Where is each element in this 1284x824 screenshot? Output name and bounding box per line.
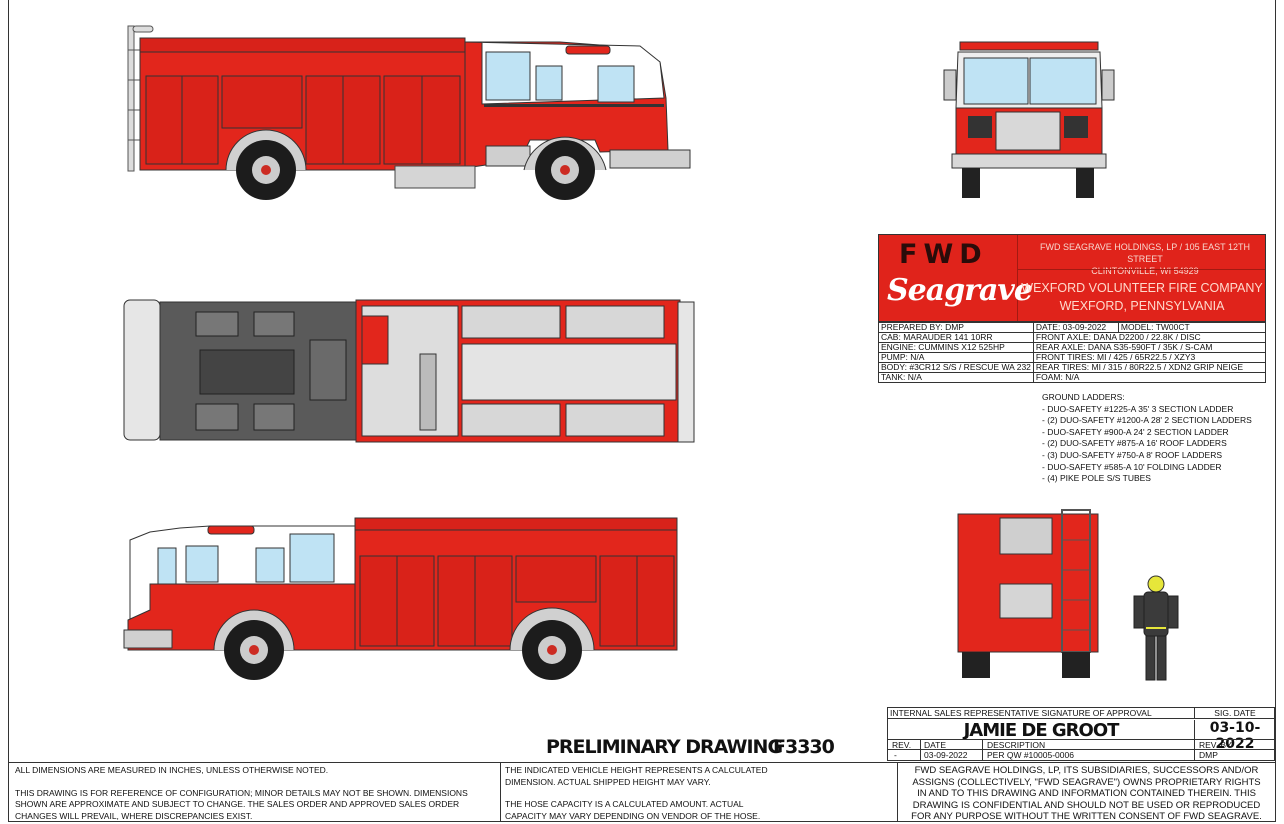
title-block-brand: FWD Seagrave FWD SEAGRAVE HOLDINGS, LP /… [878,234,1266,322]
legal-line: DRAWING IS CONFIDENTIAL AND SHOULD NOT B… [912,799,1261,811]
drawing-number: F3330 [773,736,835,758]
logo-seagrave-text: Seagrave [887,273,1033,308]
footer-notes-left: ALL DIMENSIONS ARE MEASURED IN INCHES, U… [9,762,500,822]
spec-row: CAB: MARAUDER 141 10RR FRONT AXLE: DANA … [878,332,1267,343]
note-line: CHANGES WILL PREVAIL, WHERE DISCREPANCIE… [15,810,253,821]
spec-row: ENGINE: CUMMINS X12 525HP REAR AXLE: DAN… [878,342,1267,353]
spec-left: CAB: MARAUDER 141 10RR [878,332,1034,343]
spec-right: FRONT TIRES: MI / 425 / 65R22.5 / XZY3 [1032,352,1267,363]
rev-by-label: REV. BY [1194,740,1232,750]
brand-divider [1017,269,1265,270]
fwd-seagrave-logo: FWD Seagrave [879,235,1033,321]
legal-line: ASSIGNS (COLLECTIVELY, "FWD SEAGRAVE") O… [912,776,1261,788]
footer-legal-notice: FWD SEAGRAVE HOLDINGS, LP, ITS SUBSIDIAR… [897,762,1275,822]
note-line: THE HOSE CAPACITY IS A CALCULATED AMOUNT… [505,799,744,809]
ladder-item: - (2) DUO-SAFETY #1200-A 28' 2 SECTION L… [1042,415,1252,426]
spec-left: ENGINE: CUMMINS X12 525HP [878,342,1034,353]
ladder-item: - (4) PIKE POLE S/S TUBES [1042,473,1151,484]
customer-name: WEXFORD VOLUNTEER FIRE COMPANY WEXFORD, … [1019,279,1265,315]
spec-row: BODY: #3CR12 S/S / RESCUE WA 232 REAR TI… [878,362,1267,373]
spec-table: PREPARED BY: DMP DATE: 03-09-2022 MODEL:… [878,322,1267,383]
ladder-item: - DUO-SAFETY #585-A 10' FOLDING LADDER [1042,461,1222,472]
spec-right: REAR AXLE: DANA S35-590FT / 35K / S-CAM [1032,342,1267,353]
customer-line-1: WEXFORD VOLUNTEER FIRE COMPANY [1021,281,1263,295]
spec-right: FRONT AXLE: DANA D2200 / 22.8K / DISC [1032,332,1267,343]
legal-line: FOR ANY PURPOSE WITHOUT THE WRITTEN CONS… [911,811,1262,823]
logo-fwd-text: FWD [899,239,988,270]
model: MODEL: TW00CT [1117,322,1267,333]
ground-ladders-list: GROUND LADDERS: - DUO-SAFETY #1225-A 35'… [1042,392,1252,485]
spec-row: TANK: N/A FOAM: N/A [878,372,1267,383]
signature-value-row: JAMIE DE GROOT 03-10-2022 [887,718,1275,752]
rev-by-value: DMP [1194,750,1218,761]
rev-date-label: DATE [920,740,946,750]
spec-left: TANK: N/A [878,372,1034,383]
drawing-frame [8,0,1276,822]
signature-name: JAMIE DE GROOT [963,720,1120,741]
address-line-1: FWD SEAGRAVE HOLDINGS, LP / 105 EAST 12T… [1039,242,1251,264]
prepared-date: DATE: 03-09-2022 [1032,322,1119,333]
manufacturer-address: FWD SEAGRAVE HOLDINGS, LP / 105 EAST 12T… [1029,241,1261,277]
ladder-item: - (2) DUO-SAFETY #875-A 16' ROOF LADDERS [1042,438,1227,449]
spec-left: PUMP: N/A [878,352,1034,363]
spec-left: BODY: #3CR12 S/S / RESCUE WA 232 [878,362,1034,373]
sig-date-label: SIG. DATE [1194,708,1275,719]
rev-date-value: 03-09-2022 [920,750,967,761]
spec-row: PUMP: N/A FRONT TIRES: MI / 425 / 65R22.… [878,352,1267,363]
revision-row: - 03-09-2022 PER QW #10005-0006 DMP [887,749,1275,761]
note-line: ALL DIMENSIONS ARE MEASURED IN INCHES, U… [15,765,329,775]
note-line: CAPACITY MAY VARY DEPENDING ON VENDOR OF… [505,810,761,821]
spec-right: FOAM: N/A [1032,372,1267,383]
ladder-item: - DUO-SAFETY #900-A 24' 2 SECTION LADDER [1042,426,1229,437]
drawing-status: PRELIMINARY DRAWING [546,736,783,758]
note-line: SHOWN ARE APPROXIMATE AND SUBJECT TO CHA… [15,799,460,809]
ladder-item: - DUO-SAFETY #1225-A 35' 3 SECTION LADDE… [1042,403,1234,414]
rev-value: - [894,750,897,760]
note-line: DIMENSION. ACTUAL SHIPPED HEIGHT MAY VAR… [505,776,711,787]
legal-line: IN AND TO THIS DRAWING AND INFORMATION C… [917,788,1256,800]
note-line: THE INDICATED VEHICLE HEIGHT REPRESENTS … [505,765,768,775]
customer-line-2: WEXFORD, PENNSYLVANIA [1059,299,1225,313]
legal-line: FWD SEAGRAVE HOLDINGS, LP, ITS SUBSIDIAR… [914,765,1259,776]
note-line: THIS DRAWING IS FOR REFERENCE OF CONFIGU… [15,787,468,798]
rev-description-value: PER QW #10005-0006 [982,750,1074,761]
ground-ladders-heading: GROUND LADDERS: [1042,392,1125,402]
spec-header-row: PREPARED BY: DMP DATE: 03-09-2022 MODEL:… [878,322,1267,333]
signature-date: 03-10-2022 [1194,720,1275,752]
rev-description-label: DESCRIPTION [982,740,1045,750]
prepared-by: PREPARED BY: DMP [878,322,1034,333]
ladder-item: - (3) DUO-SAFETY #750-A 8' ROOF LADDERS [1042,449,1223,460]
signature-label: INTERNAL SALES REPRESENTATIVE SIGNATURE … [890,708,1152,718]
footer-notes-middle: THE INDICATED VEHICLE HEIGHT REPRESENTS … [500,762,897,822]
spec-right: REAR TIRES: MI / 315 / 80R22.5 / XDN2 GR… [1032,362,1267,373]
rev-label: REV. [892,740,912,750]
address-line-2: CLINTONVILLE, WI 54929 [1091,266,1199,276]
